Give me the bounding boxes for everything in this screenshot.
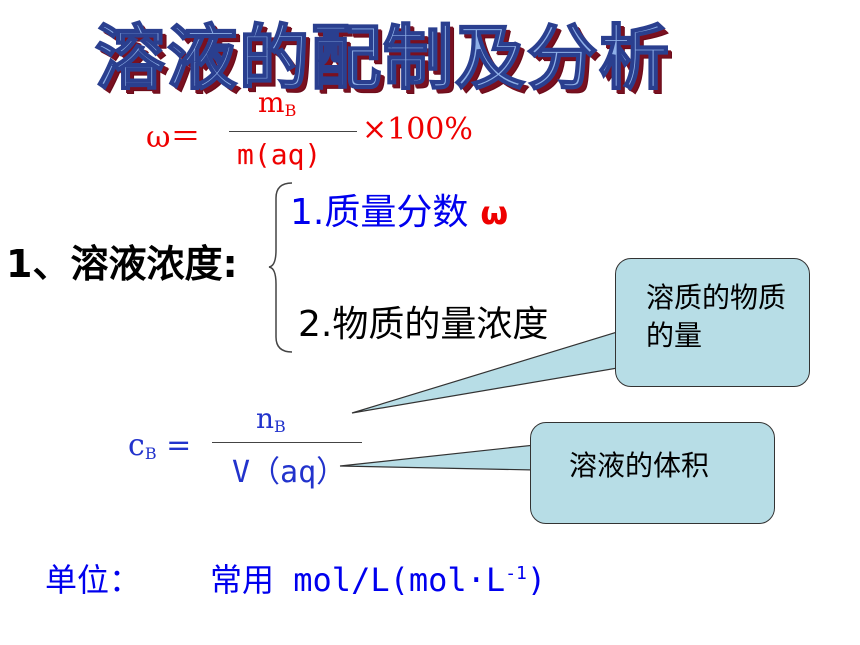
- page-title: 溶液的配制及分析: [94, 16, 671, 100]
- omega-symbol: ω: [480, 194, 509, 232]
- molar-concentration-bar: [212, 442, 362, 443]
- callout-solution-volume: 溶液的体积: [530, 422, 775, 524]
- unit-value: 常用 mol/L(mol·L-1): [210, 561, 547, 599]
- unit-label: 单位：: [45, 561, 142, 599]
- brace-icon: [268, 182, 293, 353]
- molar-concentration-lhs: cB =: [128, 428, 192, 463]
- mass-fraction-denominator: m(aq): [237, 138, 322, 171]
- mass-fraction-bar: [229, 131, 357, 132]
- molar-concentration-denominator: V（aq）: [232, 455, 347, 490]
- callout-solution-volume-text: 溶液的体积: [569, 449, 710, 482]
- section-heading: 1、溶液浓度:: [6, 242, 238, 286]
- item-molar-concentration: 2.物质的量浓度: [298, 304, 549, 345]
- mass-fraction-numerator: mB: [258, 86, 297, 120]
- callout-solute-amount-text: 溶质的物质的量: [646, 281, 787, 352]
- molar-concentration-numerator: nB: [256, 402, 286, 436]
- mass-fraction-suffix: ×100%: [362, 112, 473, 147]
- callout-solute-amount: 溶质的物质的量: [615, 258, 810, 387]
- mass-fraction-lhs: ω＝: [146, 120, 201, 155]
